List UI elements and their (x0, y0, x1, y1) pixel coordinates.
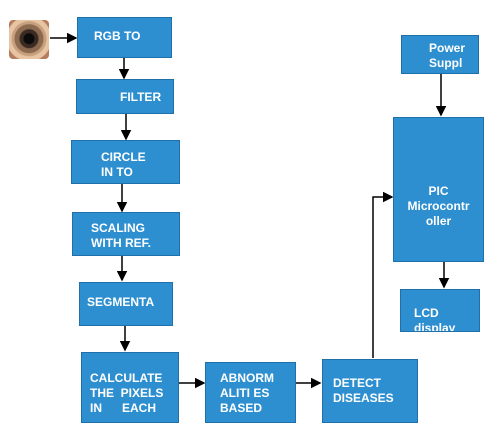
node-segmenta-label: SEGMENTA (87, 295, 155, 309)
node-lcd-display: LCD display (400, 289, 480, 332)
node-circle-label: CIRCLE IN TO (101, 150, 146, 179)
node-filter: FILTER (76, 79, 174, 114)
node-pic-label: PIC Microcontr oller (407, 184, 470, 228)
node-lcd-label: LCD display (414, 306, 456, 332)
node-rgb-to-label: RGB TO (94, 29, 141, 43)
node-rgb-to: RGB TO (77, 17, 172, 58)
node-detect-label: DETECT DISEASES (333, 376, 394, 405)
node-detect: DETECT DISEASES (322, 359, 418, 423)
node-power-supply: Power Suppl (401, 35, 479, 74)
node-scaling-label: SCALING WITH REF. (91, 221, 151, 250)
node-abnorm-label: ABNORM ALITI ES BASED (220, 371, 274, 415)
node-pic-microcontroller: PIC Microcontr oller (393, 117, 484, 262)
node-abnorm: ABNORM ALITI ES BASED (205, 362, 296, 423)
node-segmenta: SEGMENTA (79, 282, 173, 326)
node-scaling: SCALING WITH REF. (72, 212, 180, 256)
node-circle: CIRCLE IN TO (71, 140, 180, 184)
node-calculate: CALCULATE THE PIXELS IN EACH (81, 352, 179, 423)
node-power-supply-label: Power Suppl (429, 41, 466, 70)
node-filter-label: FILTER (120, 90, 162, 104)
eye-image-icon (9, 20, 49, 59)
node-calculate-label: CALCULATE THE PIXELS IN EACH (90, 371, 164, 415)
arrow-detect-to-pic (372, 191, 394, 358)
